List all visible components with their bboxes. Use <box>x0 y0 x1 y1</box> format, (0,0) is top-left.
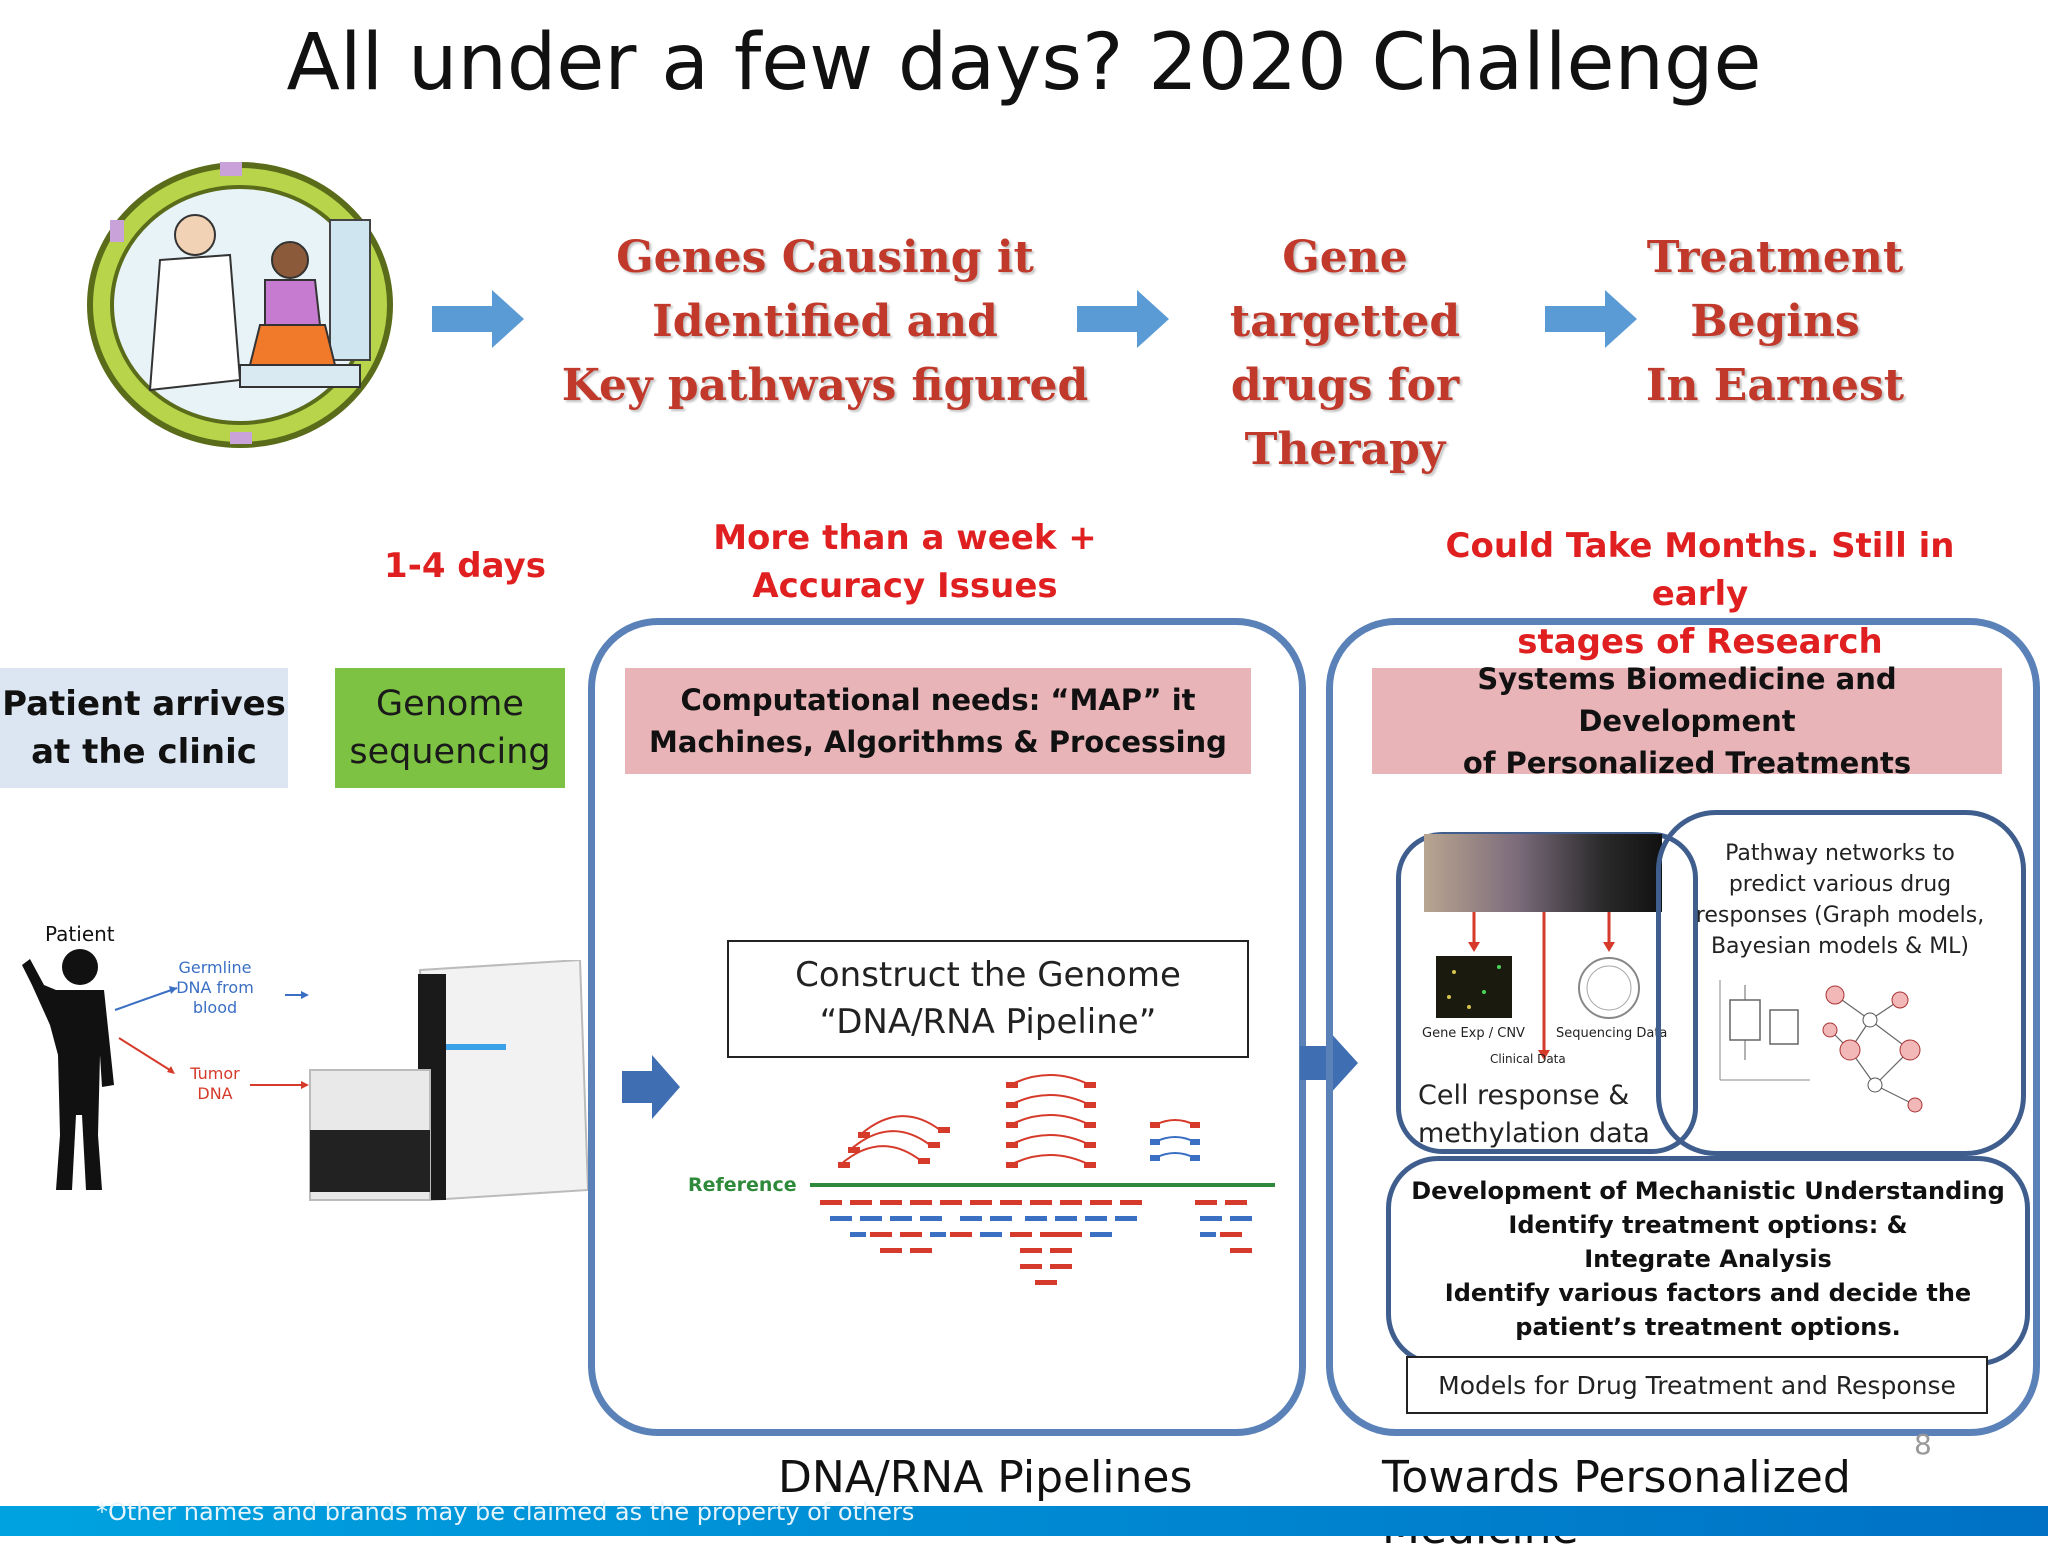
personalized-medicine-panel <box>1326 618 2040 1436</box>
slide-title: All under a few days? 2020 Challenge <box>286 18 1762 108</box>
patient-arrives-label: Patient arrives at the clinic <box>2 684 286 772</box>
construct-genome-text: Construct the Genome “DNA/RNA Pipeline” <box>795 955 1181 1042</box>
cell-response-text: Cell response & methylation data <box>1418 1080 1650 1149</box>
computational-needs-text: Computational needs: “MAP” it Machines, … <box>649 683 1227 759</box>
systems-biomedicine-text: Systems Biomedicine and Development of P… <box>1462 662 1912 780</box>
models-drug-treatment-box: Models for Drug Treatment and Response <box>1406 1356 1988 1414</box>
footer-disclaimer: *Other names and brands may be claimed a… <box>96 1498 915 1526</box>
dna-pipeline-panel <box>588 618 1306 1436</box>
flow-arrow-1-icon <box>432 290 527 352</box>
sample-photo <box>1424 834 1662 912</box>
genome-sequencing-label: Genome sequencing <box>349 684 551 772</box>
timing-note-days: 1-4 days <box>384 546 546 586</box>
flow-step-genes: Genes Causing it Identified and Key path… <box>561 232 1089 411</box>
systems-biomedicine-header: Systems Biomedicine and Development of P… <box>1372 662 2002 780</box>
pathway-networks-panel <box>1656 810 2026 1156</box>
germline-label: Germline DNA from blood <box>176 958 254 1017</box>
clinical-data-label: Clinical Data <box>1490 1052 1566 1066</box>
reference-label: Reference <box>688 1174 797 1196</box>
genome-sequencing-box: Genome sequencing <box>335 668 565 788</box>
sample-arrows <box>105 960 315 1104</box>
pathway-networks-text: Pathway networks to predict various drug… <box>1695 841 1985 959</box>
flow-step-drugs: Gene targetted drugs for Therapy <box>1229 232 1461 475</box>
construct-genome-box: Construct the Genome “DNA/RNA Pipeline” <box>727 940 1249 1058</box>
read-alignment-graphic <box>810 1070 1280 1294</box>
footer-bar <box>0 1506 2048 1536</box>
flow-step-treatment: Treatment Begins In Earnest <box>1645 232 1905 411</box>
mechanistic-understanding-text: Development of Mechanistic Understanding… <box>1411 1177 2005 1341</box>
sequencing-data-label: Sequencing Data <box>1556 1026 1668 1041</box>
patient-label: Patient <box>45 922 115 946</box>
patient-arrives-box: Patient arrives at the clinic <box>0 668 288 788</box>
gene-exp-label: Gene Exp / CNV <box>1422 1026 1525 1041</box>
page-number: 8 <box>1914 1428 1932 1461</box>
computational-needs-header: Computational needs: “MAP” it Machines, … <box>625 668 1251 774</box>
pipeline-left-arrow-icon <box>622 1055 682 1123</box>
pathway-network-graphic <box>1700 960 1940 1134</box>
cell-response-graphic <box>1424 912 1674 1066</box>
patient-silhouette-icon <box>18 945 128 1199</box>
personalized-medicine-caption: Towards Personalized Medicine <box>1382 1452 1851 1554</box>
dna-pipelines-caption: DNA/RNA Pipelines <box>778 1452 1193 1503</box>
flow-arrow-3-icon <box>1545 290 1640 352</box>
models-drug-treatment-text: Models for Drug Treatment and Response <box>1438 1370 1956 1400</box>
flow-arrow-2-icon <box>1077 290 1172 352</box>
tumor-label: Tumor DNA <box>190 1064 240 1103</box>
timing-note-week: More than a week + Accuracy Issues <box>713 518 1097 606</box>
doctor-illustration <box>80 150 410 450</box>
timing-note-months: Could Take Months. Still in early stages… <box>1445 526 1955 662</box>
sequencer-machine <box>300 958 590 1209</box>
